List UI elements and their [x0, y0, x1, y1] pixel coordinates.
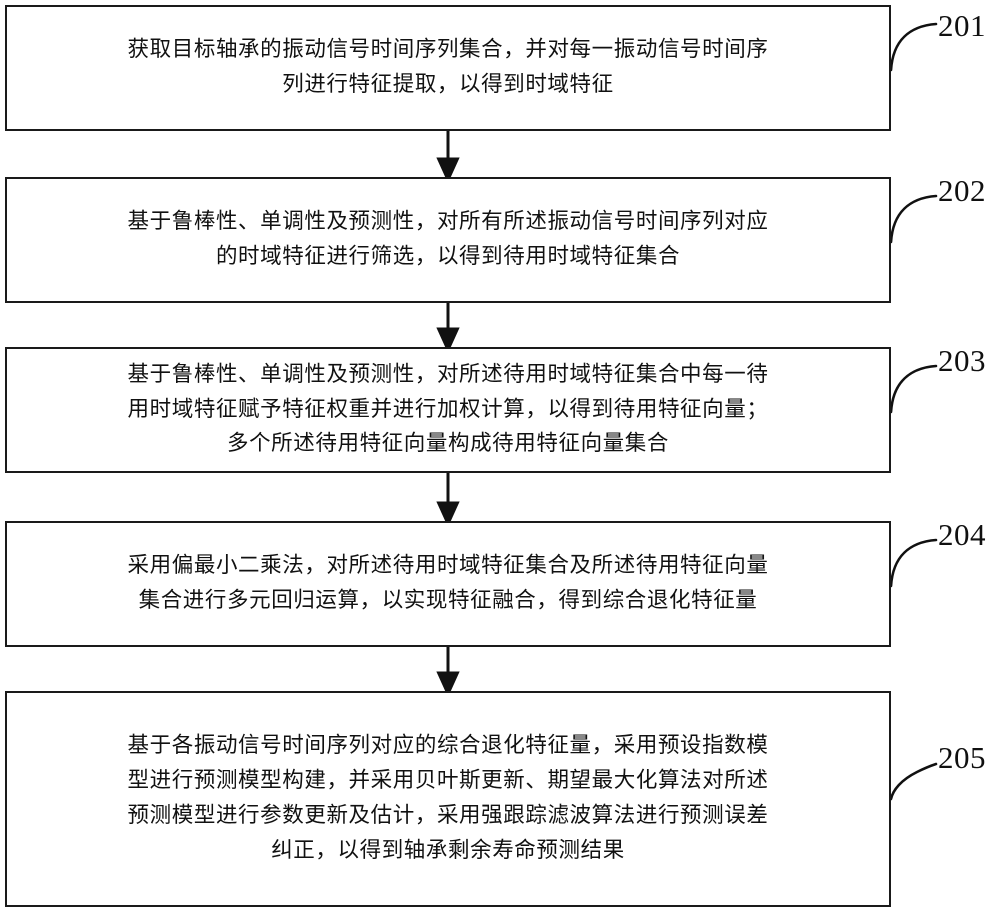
process-step-203-text: 基于鲁棒性、单调性及预测性，对所述待用时域特征集合中每一待 用时域特征赋予特征权…	[127, 361, 769, 457]
leader-line-202	[889, 194, 938, 244]
reference-numeral-202: 202	[938, 173, 986, 208]
leader-line-203	[889, 364, 938, 414]
process-step-205-text: 基于各振动信号时间序列对应的综合退化特征量，采用预设指数模 型进行预测模型构建，…	[127, 733, 769, 863]
process-step-205: 基于各振动信号时间序列对应的综合退化特征量，采用预设指数模 型进行预测模型构建，…	[5, 691, 891, 907]
reference-numeral-205: 205	[938, 740, 986, 775]
process-step-202-text: 基于鲁棒性、单调性及预测性，对所有所述振动信号时间序列对应 的时域特征进行筛选，…	[127, 209, 769, 269]
process-step-201: 获取目标轴承的振动信号时间序列集合，并对每一振动信号时间序 列进行特征提取，以得…	[5, 5, 891, 131]
leader-line-204	[889, 538, 938, 588]
reference-numeral-204: 204	[938, 517, 986, 552]
process-step-202: 基于鲁棒性、单调性及预测性，对所有所述振动信号时间序列对应 的时域特征进行筛选，…	[5, 177, 891, 303]
process-step-201-text: 获取目标轴承的振动信号时间序列集合，并对每一振动信号时间序 列进行特征提取，以得…	[127, 37, 769, 97]
reference-numeral-203: 203	[938, 343, 986, 378]
reference-numeral-201: 201	[938, 8, 986, 43]
leader-line-205	[889, 762, 938, 801]
process-step-204-text: 采用偏最小二乘法，对所述待用时域特征集合及所述待用特征向量 集合进行多元回归运算…	[127, 553, 769, 613]
leader-line-201	[889, 22, 938, 72]
process-step-204: 采用偏最小二乘法，对所述待用时域特征集合及所述待用特征向量 集合进行多元回归运算…	[5, 521, 891, 647]
process-step-203: 基于鲁棒性、单调性及预测性，对所述待用时域特征集合中每一待 用时域特征赋予特征权…	[5, 347, 891, 473]
